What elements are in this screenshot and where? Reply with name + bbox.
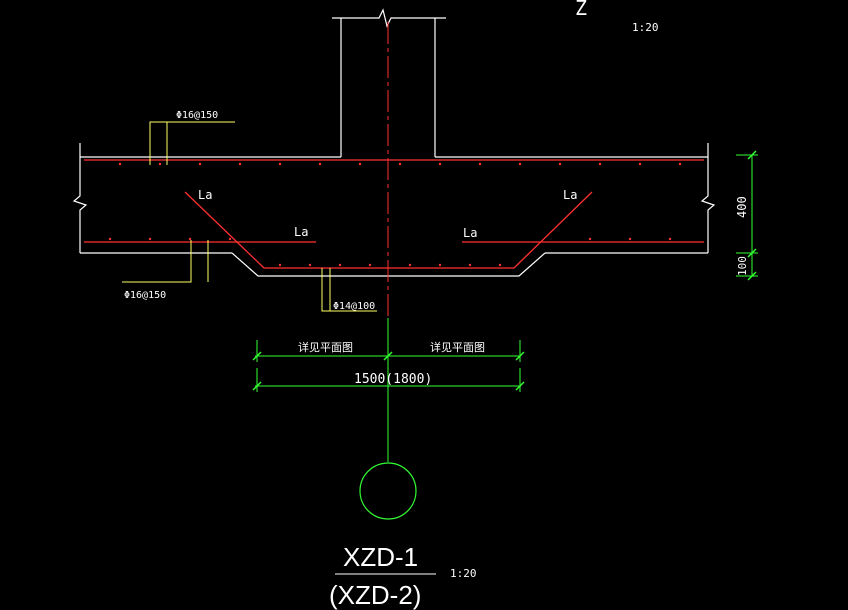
dimension-slab-thickness: 400: [735, 196, 749, 218]
dimension-ticks: [252, 150, 757, 391]
rebar-leaders: [122, 121, 377, 312]
top-scale: 1:20: [632, 21, 659, 34]
dimension-total-width: 1500(1800): [354, 372, 432, 387]
dimension-left-half: 详见平面图: [298, 340, 353, 354]
rebar-dots: [108, 162, 682, 267]
detail-title-alternate: (XZD-2): [329, 580, 421, 610]
detail-title-scale: 1:20: [450, 567, 477, 580]
slab-outline: [72, 143, 716, 277]
anchorage-label-left-bottom: La: [294, 225, 308, 239]
dimension-lines: [255, 154, 758, 392]
rebar-group: [84, 159, 704, 269]
anchorage-label-right-diagonal: La: [563, 188, 577, 202]
top-section-mark: Z: [575, 0, 587, 20]
bottom-bar-leader: [122, 240, 192, 283]
column-outline: [332, 8, 446, 157]
dimension-right-half: 详见平面图: [430, 340, 485, 354]
top-bar-label: Φ16@150: [176, 110, 218, 121]
stirrup-label: Φ14@100: [333, 301, 375, 312]
dimension-drop-depth: 100: [736, 256, 749, 276]
drop-panel-rebar: [184, 191, 593, 269]
anchorage-label-right-bottom: La: [463, 226, 477, 240]
top-bar-leader: [149, 121, 235, 165]
anchorage-label-left-diagonal: La: [198, 188, 212, 202]
bottom-bar-label: Φ16@150: [124, 290, 166, 301]
detail-title-main: XZD-1: [343, 542, 418, 572]
stirrup-leader: [321, 268, 377, 312]
axis-bubble: [359, 462, 417, 520]
